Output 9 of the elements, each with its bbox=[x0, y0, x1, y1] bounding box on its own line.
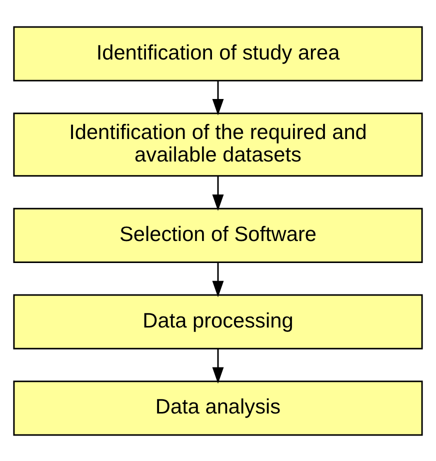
node-box: Identification of study area bbox=[13, 26, 423, 81]
arrow bbox=[212, 176, 224, 210]
arrow bbox=[212, 348, 224, 384]
node-box: Data analysis bbox=[13, 380, 423, 436]
arrow bbox=[212, 80, 224, 115]
node-box: Identification of the required and available datasets bbox=[13, 112, 423, 176]
node-box: Data processing bbox=[13, 294, 423, 349]
arrow bbox=[212, 262, 224, 297]
node-box: Selection of Software bbox=[13, 207, 423, 263]
